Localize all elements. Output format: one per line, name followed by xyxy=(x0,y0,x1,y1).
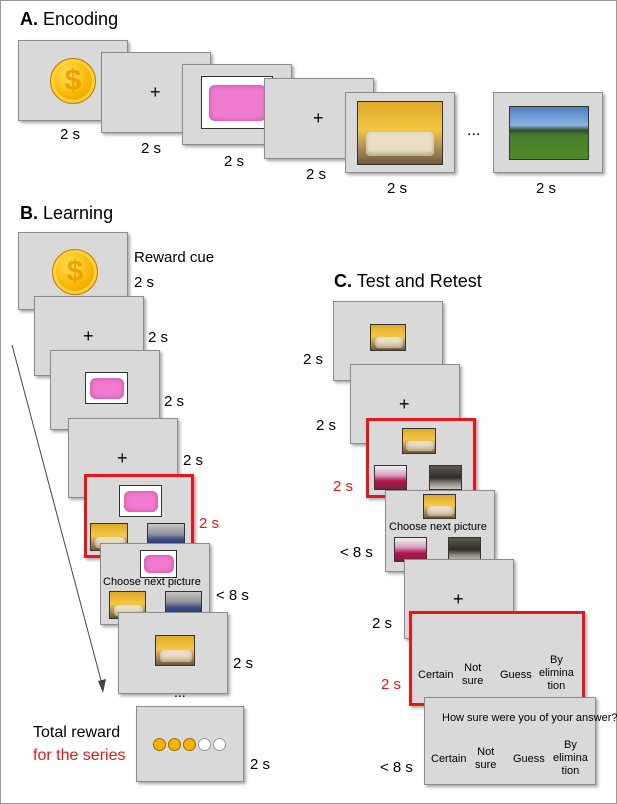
encoding-duration-5: 2 s xyxy=(387,180,408,197)
reward-cue-label: Reward cue xyxy=(134,249,215,266)
reward-coin-filled xyxy=(153,738,166,751)
learning-duration-4: 2 s xyxy=(183,452,204,469)
landscape-image xyxy=(509,106,589,160)
option-guess: Guess xyxy=(500,669,532,681)
total-reward-label: Total reward xyxy=(33,724,121,741)
test-duration-5: 2 s xyxy=(372,615,393,632)
test-choice-screen xyxy=(366,418,476,498)
test-duration-3: 2 s xyxy=(333,478,354,495)
learning-pillow-screen xyxy=(50,350,160,430)
sofa-image xyxy=(357,101,443,165)
total-reward-screen xyxy=(136,706,244,782)
learning-duration-3: 2 s xyxy=(164,393,185,410)
test-duration-2: 2 s xyxy=(316,417,337,434)
learning-ellipsis: ... xyxy=(174,684,186,700)
learning-duration-2: 2 s xyxy=(148,329,169,346)
learning-duration-8: 2 s xyxy=(250,756,271,773)
sofa-image xyxy=(423,494,456,519)
coin-icon: $ xyxy=(50,58,96,104)
section-c-heading: C. Test and Retest xyxy=(334,271,482,291)
sofa-image xyxy=(155,635,195,666)
encoding-duration-2: 2 s xyxy=(141,140,162,157)
section-a-heading: A. Encoding xyxy=(20,9,119,29)
test-choose-screen: Choose next picture xyxy=(385,490,495,572)
fixation-cross: + xyxy=(399,394,410,414)
fixation-cross: + xyxy=(117,448,128,468)
reward-coin-empty xyxy=(213,738,226,751)
learning-duration-6: < 8 s xyxy=(216,587,249,604)
test-duration-7: < 8 s xyxy=(380,759,413,776)
pillow-image xyxy=(85,372,128,404)
learning-sofa-screen xyxy=(118,612,228,694)
sofa-image xyxy=(402,428,436,454)
encoding-landscape-screen xyxy=(493,92,603,173)
encoding-duration-4: 2 s xyxy=(306,166,327,183)
test-duration-6: 2 s xyxy=(381,676,402,693)
option-certain: Certain xyxy=(418,669,454,681)
learning-duration-7: 2 s xyxy=(233,655,254,672)
red-room-option-image xyxy=(394,537,427,562)
confidence-question: How sure were you of your answer? xyxy=(442,712,617,724)
fixation-cross: + xyxy=(83,326,94,346)
choose-next-picture-text: Choose next picture xyxy=(103,576,201,588)
encoding-ellipsis: ... xyxy=(467,122,481,139)
red-room-option-image xyxy=(374,465,407,490)
test-duration-1: 2 s xyxy=(303,351,324,368)
sofa-option-image xyxy=(90,523,128,551)
learning-duration-5: 2 s xyxy=(199,515,220,532)
test-question-screen: How sure were you of your answer? Certai… xyxy=(424,697,617,785)
encoding-pillow-screen xyxy=(182,64,292,145)
reward-coin-filled xyxy=(168,738,181,751)
encoding-duration-3: 2 s xyxy=(224,153,245,170)
section-b-heading: B. Learning xyxy=(20,203,114,223)
fixation-cross: + xyxy=(150,82,161,102)
encoding-sofa-screen xyxy=(345,92,455,173)
reward-coin-filled xyxy=(183,738,196,751)
fixation-cross: + xyxy=(313,108,324,128)
sofa-image xyxy=(370,324,406,351)
total-reward-sub-label: for the series xyxy=(33,747,126,764)
reward-coin-empty xyxy=(198,738,211,751)
choose-next-picture-text: Choose next picture xyxy=(389,521,487,533)
encoding-coin-screen: $ xyxy=(18,40,128,121)
option-guess: Guess xyxy=(513,753,545,765)
learning-duration-1: 2 s xyxy=(134,274,155,291)
pillow-image xyxy=(201,76,273,129)
pillow-image xyxy=(119,485,162,517)
dark-room-option-image xyxy=(429,465,462,490)
dark-room-option-image xyxy=(448,537,481,562)
fixation-cross: + xyxy=(453,589,464,609)
test-duration-4: < 8 s xyxy=(340,544,373,561)
coin-icon: $ xyxy=(52,249,98,295)
pillow-image xyxy=(140,550,177,578)
option-certain: Certain xyxy=(431,753,467,765)
encoding-duration-6: 2 s xyxy=(536,180,557,197)
encoding-duration-1: 2 s xyxy=(60,126,81,143)
